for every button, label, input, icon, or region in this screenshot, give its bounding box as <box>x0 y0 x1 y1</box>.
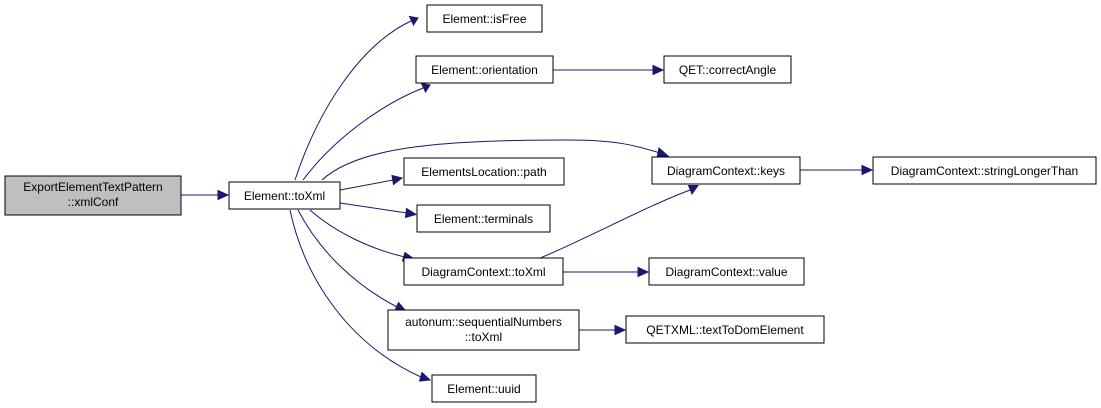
node-label: DiagramContext::toXml <box>421 265 545 279</box>
node-diagramcontext-keys[interactable]: DiagramContext::keys <box>651 156 801 185</box>
node-label-line-1: ExportElementTextPattern <box>23 180 162 194</box>
edge-diagramcontext-toxml-to-value <box>563 266 650 278</box>
node-label: Element::uuid <box>447 382 520 396</box>
node-diagramcontext-toxml[interactable]: DiagramContext::toXml <box>403 257 564 286</box>
node-label: Element::isFree <box>442 12 526 26</box>
node-qetxml-texttodomelement[interactable]: QETXML::textToDomElement <box>625 315 825 344</box>
edge-root-to-element-toxml <box>181 189 230 201</box>
edge-element-toxml-to-isfree <box>294 15 419 181</box>
edge-element-toxml-to-autonum-toxml <box>297 209 407 312</box>
node-export-element-text-pattern-xmlconf[interactable]: ExportElementTextPattern ::xmlConf <box>4 175 182 216</box>
node-label-line-2: ::xmlConf <box>68 195 119 209</box>
node-element-toxml[interactable]: Element::toXml <box>228 181 341 210</box>
node-elementslocation-path[interactable]: ElementsLocation::path <box>403 157 565 186</box>
node-label: DiagramContext::stringLongerThan <box>891 164 1078 178</box>
edge-element-toxml-to-elementslocation-path <box>339 174 404 191</box>
edge-element-toxml-to-orientation <box>302 82 431 181</box>
edge-orientation-to-correctangle <box>553 64 665 76</box>
node-label: Element::toXml <box>244 189 325 203</box>
node-diagramcontext-value[interactable]: DiagramContext::value <box>648 257 805 286</box>
node-label: QET::correctAngle <box>679 63 777 77</box>
node-element-orientation[interactable]: Element::orientation <box>415 55 554 84</box>
node-label: ElementsLocation::path <box>421 165 546 179</box>
node-label: Element::terminals <box>434 212 533 226</box>
node-label-line-1: autonum::sequentialNumbers <box>405 315 562 329</box>
edge-diagramcontext-toxml-to-keys <box>537 185 699 260</box>
node-label-line-2: ::toXml <box>465 330 502 344</box>
node-label: Element::orientation <box>431 63 538 77</box>
node-autonum-sequentialnumbers-toxml[interactable]: autonum::sequentialNumbers ::toXml <box>387 309 580 351</box>
node-label: DiagramContext::value <box>665 265 787 279</box>
edge-element-toxml-to-terminals <box>339 202 418 219</box>
node-qet-correctangle[interactable]: QET::correctAngle <box>663 55 792 84</box>
edge-element-toxml-to-uuid <box>289 209 432 382</box>
edge-keys-to-stringlongerthan <box>800 164 874 176</box>
edge-element-toxml-to-diagramcontext-toxml <box>309 209 416 262</box>
node-label: QETXML::textToDomElement <box>646 323 804 337</box>
node-element-uuid[interactable]: Element::uuid <box>431 374 537 403</box>
node-label: DiagramContext::keys <box>667 164 785 178</box>
node-element-terminals[interactable]: Element::terminals <box>416 204 551 233</box>
node-diagramcontext-stringlongerthan[interactable]: DiagramContext::stringLongerThan <box>872 156 1097 185</box>
node-element-isfree[interactable]: Element::isFree <box>426 4 543 33</box>
edge-autonum-toxml-to-texttodomelement <box>579 324 627 336</box>
